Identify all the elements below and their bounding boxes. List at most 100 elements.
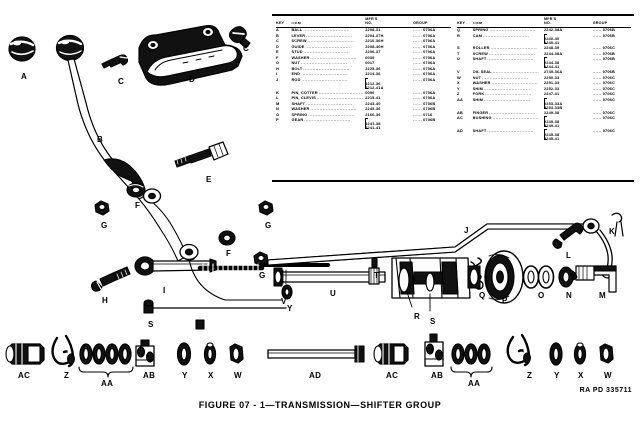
parts-key-group-label: 0706B bbox=[602, 33, 615, 38]
bottom-right-w-nut bbox=[599, 343, 614, 364]
parts-key-item: CAM.............................. bbox=[473, 33, 544, 46]
parts-key-item-label: CAM bbox=[472, 33, 482, 38]
group-leader-dots: ...... bbox=[413, 55, 423, 60]
parts-key-group-label: 0706B bbox=[423, 101, 436, 106]
parts-key-number: 2245-41 bbox=[543, 136, 560, 142]
parts-key-group: ......0706B bbox=[413, 101, 451, 107]
group-leader-dots: ...... bbox=[413, 90, 423, 95]
parts-key-group: ......0706B bbox=[593, 33, 631, 46]
parts-key-group: ......0706A bbox=[413, 90, 451, 96]
leader-dots: .............................. bbox=[301, 73, 348, 77]
leader-dots: .............................. bbox=[492, 71, 540, 75]
bottom-right-x-washer bbox=[573, 342, 587, 365]
parts-key-letter: R bbox=[457, 32, 460, 38]
parts-key-group-label: 0706B bbox=[602, 57, 615, 62]
parts-key-letter: B bbox=[276, 32, 279, 38]
parts-key-number: 0039 bbox=[365, 54, 375, 60]
group-leader-dots: ...... bbox=[413, 112, 423, 117]
parts-key-group: ......0706C bbox=[593, 46, 631, 52]
parts-key-number: 2241-41 bbox=[365, 125, 381, 131]
part-c-screw-right bbox=[228, 26, 251, 49]
parts-key-item: SHIM.............................. bbox=[473, 86, 544, 92]
callout-br-x: X bbox=[578, 371, 584, 380]
parts-key-number: 2249-38 bbox=[543, 119, 560, 125]
parts-key-mfrs-no: 2250-33 bbox=[544, 75, 593, 81]
parts-key-item: BOLT.............................. bbox=[291, 66, 365, 72]
parts-key-group: ......0706A bbox=[413, 44, 451, 50]
leader-dots: .............................. bbox=[303, 67, 350, 71]
callout-l-pin-clevis: L bbox=[566, 251, 572, 260]
leader-dots: .............................. bbox=[482, 76, 529, 80]
parts-key-group-label: 0706A bbox=[423, 72, 436, 77]
leader-dots: .............................. bbox=[307, 40, 355, 44]
parts-key-mfrs-no: 2208-31 bbox=[365, 27, 413, 33]
bottom-left-ab-finger bbox=[135, 339, 155, 367]
parts-key-item-label: SHIM bbox=[472, 86, 483, 91]
callout-e-stud: E bbox=[206, 175, 212, 184]
part-u-shaft bbox=[281, 269, 386, 285]
group-leader-dots: ...... bbox=[592, 46, 602, 51]
parts-key-group: ......0706A bbox=[413, 61, 451, 67]
col-header-mfrs-no-left: NO. bbox=[365, 21, 414, 28]
parts-key-mfrs-no: 2245-36 bbox=[365, 107, 413, 113]
parts-key-number: 0090 bbox=[365, 89, 375, 95]
parts-key-letter: I bbox=[276, 71, 278, 77]
parts-key-group: ......0706B bbox=[593, 57, 631, 70]
parts-key-item: SCREW.............................. bbox=[291, 39, 365, 45]
callout-br-w: W bbox=[604, 371, 612, 380]
parts-key-number: 0017 bbox=[365, 60, 375, 66]
parts-key-group-label: 0706A bbox=[423, 90, 436, 95]
col-header-item-right: ITEM bbox=[472, 21, 544, 28]
callout-bl-w: W bbox=[234, 371, 242, 380]
parts-key-item-label: NUT bbox=[472, 75, 482, 80]
callout-s-roller-low: S bbox=[148, 320, 154, 329]
part-s-roller-lower bbox=[143, 299, 287, 314]
parts-key-number: 2214-36 bbox=[365, 71, 381, 77]
group-leader-dots: ...... bbox=[592, 81, 602, 86]
parts-key-mfrs-no: 2204-37H bbox=[365, 33, 413, 39]
part-b-lever bbox=[55, 34, 199, 262]
parts-key-number: 2225-36 bbox=[365, 65, 381, 71]
callout-g-nut-center: G bbox=[259, 271, 266, 280]
parts-key-group: ......0706A bbox=[413, 27, 451, 33]
parts-key-item: FORK.............................. bbox=[473, 92, 544, 98]
leader-dots: .............................. bbox=[483, 98, 531, 102]
parts-key-number: 2206-37 bbox=[365, 49, 381, 55]
parts-key-number: 2242-38A bbox=[543, 26, 563, 32]
parts-key-group: ......0706B bbox=[593, 27, 631, 33]
parts-key-group: ......0706C bbox=[593, 75, 631, 81]
group-leader-dots: ...... bbox=[413, 118, 423, 123]
callout-d-guide: D bbox=[189, 75, 196, 84]
part-p-gear bbox=[484, 250, 524, 304]
parts-key-letter: AD bbox=[457, 128, 463, 134]
parts-key-item: OIL SEAL.............................. bbox=[473, 70, 544, 76]
parts-key-group: ......0706A bbox=[413, 39, 451, 45]
leader-dots: .............................. bbox=[489, 28, 536, 32]
parts-key-group-label: 0706A bbox=[423, 96, 436, 101]
parts-key-number: 2251-33 bbox=[543, 80, 560, 86]
parts-key-item: GUIDE.............................. bbox=[291, 44, 365, 50]
parts-key-item: ROLLER.............................. bbox=[473, 46, 544, 52]
parts-key-item: END.............................. bbox=[291, 72, 365, 78]
group-leader-dots: ...... bbox=[413, 27, 423, 32]
parts-key-mfrs-no: 2251-33 bbox=[544, 81, 593, 87]
parts-key-mfrs-no: 2206-37 bbox=[365, 50, 413, 56]
parts-key-group-label: 0706A bbox=[423, 55, 436, 60]
parts-key-item-label: WASHER bbox=[291, 107, 310, 112]
group-leader-dots: ...... bbox=[592, 75, 602, 80]
parts-key-mfrs-no: 2214-36 bbox=[365, 72, 413, 78]
bottom-left-z-fork bbox=[51, 334, 75, 368]
leader-dots: .............................. bbox=[487, 58, 534, 62]
parts-key-group: ......0706C bbox=[593, 86, 631, 92]
group-leader-dots: ...... bbox=[413, 107, 423, 112]
ra-pd-code: RA PD 335711 bbox=[579, 387, 632, 394]
part-f-washer-mid bbox=[218, 230, 236, 246]
callout-c-screw-right: C bbox=[243, 44, 250, 53]
